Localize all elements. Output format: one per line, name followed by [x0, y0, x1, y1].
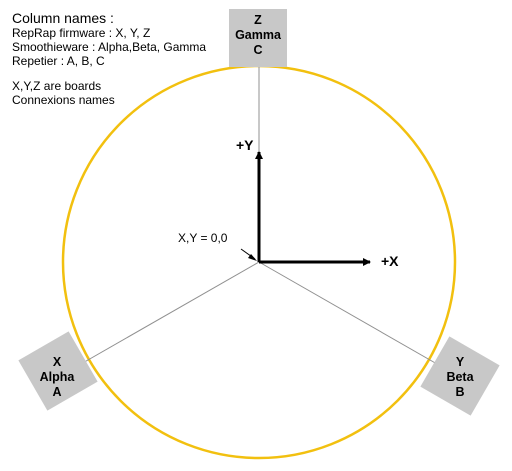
x-axis-label: +X	[381, 253, 399, 269]
tower-top-box	[229, 9, 287, 67]
origin-label: X,Y = 0,0	[178, 231, 228, 245]
y-axis-label: +Y	[236, 137, 254, 153]
tower-right-board: Y	[456, 355, 465, 369]
notes-line-connexions: Connexions names	[12, 93, 115, 107]
tower-top-board: Z	[254, 13, 262, 27]
origin-pointer-head	[248, 254, 257, 261]
tower-right-smoothie: Beta	[446, 370, 474, 384]
tower-left-board: X	[53, 355, 62, 369]
tower-top: Z Gamma C	[229, 9, 287, 67]
tower-left: X Alpha A	[18, 331, 98, 411]
notes-heading: Column names :	[12, 10, 114, 26]
tower-right: Y Beta B	[420, 336, 500, 416]
tower-right-repetier: B	[455, 385, 464, 399]
tower-top-smoothie: Gamma	[235, 28, 282, 42]
notes-line-repetier: Repetier : A, B, C	[12, 54, 105, 68]
notes-gap	[12, 68, 206, 79]
notes-line-reprap: RepRap firmware : X, Y, Z	[12, 26, 151, 40]
tower-top-repetier: C	[253, 43, 262, 57]
tower-left-smoothie: Alpha	[40, 370, 76, 384]
notes-block: Column names : RepRap firmware : X, Y, Z…	[12, 10, 206, 107]
tower-left-repetier: A	[52, 385, 61, 399]
notes-line-smoothieware: Smoothieware : Alpha,Beta, Gamma	[12, 40, 207, 54]
tower-line-right	[258, 261, 445, 369]
tower-line-left	[73, 261, 260, 369]
tower-left-box	[18, 331, 98, 411]
notes-line-boards: X,Y,Z are boards	[12, 79, 102, 93]
tower-right-box	[420, 336, 500, 416]
